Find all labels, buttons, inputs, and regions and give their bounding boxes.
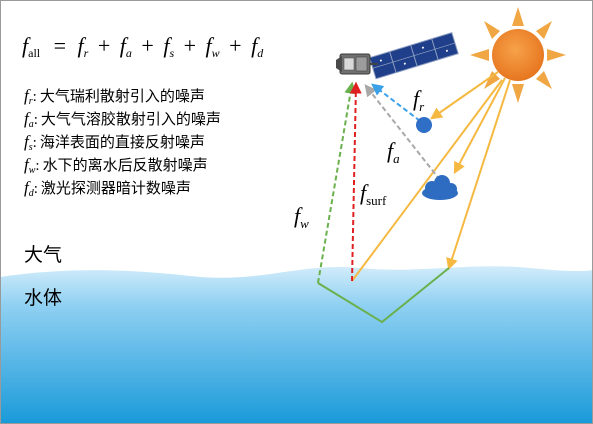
sun-icon [470, 7, 566, 103]
legend-item-dark-count: fd:激光探测器暗计数噪声 [24, 178, 191, 199]
sunlight-to-cloud [453, 77, 506, 175]
rayleigh-scatter-path [371, 83, 421, 122]
label-f-surf: fsurf [360, 180, 387, 208]
atmosphere-label: 大气 [24, 244, 62, 266]
legend-item-rayleigh: fr:大气瑞利散射引入的噪声 [24, 86, 205, 107]
legend-item-aerosol: fa:大气气溶胶散射引入的噪声 [24, 109, 221, 130]
aerosol-cloud-icon [422, 175, 458, 200]
equation: fall = fr + fa + fs + fw + fd [22, 33, 264, 62]
aerosol-scatter-path [364, 84, 441, 181]
water-label: 水体 [24, 287, 62, 309]
sunlight-to-particle [430, 71, 499, 120]
water-body [0, 266, 593, 424]
satellite-icon [336, 31, 459, 80]
label-f-a: fa [387, 138, 400, 166]
surface-reflection-path [349, 81, 362, 282]
sunlight-to-water [446, 79, 511, 271]
sunlight-to-surface [351, 79, 503, 282]
sunlight-paths [351, 71, 511, 282]
legend-item-water: fw:水下的离水后反散射噪声 [24, 155, 208, 176]
noise-legend: fr:大气瑞利散射引入的噪声 fa:大气气溶胶散射引入的噪声 fs:海洋表面的直… [24, 86, 221, 199]
label-f-w: fw [294, 203, 309, 231]
legend-item-surface: fs:海洋表面的直接反射噪声 [24, 132, 205, 153]
air-molecule-icon [416, 117, 432, 133]
water-backscatter-path [317, 81, 450, 324]
label-f-r: fr [413, 86, 425, 114]
